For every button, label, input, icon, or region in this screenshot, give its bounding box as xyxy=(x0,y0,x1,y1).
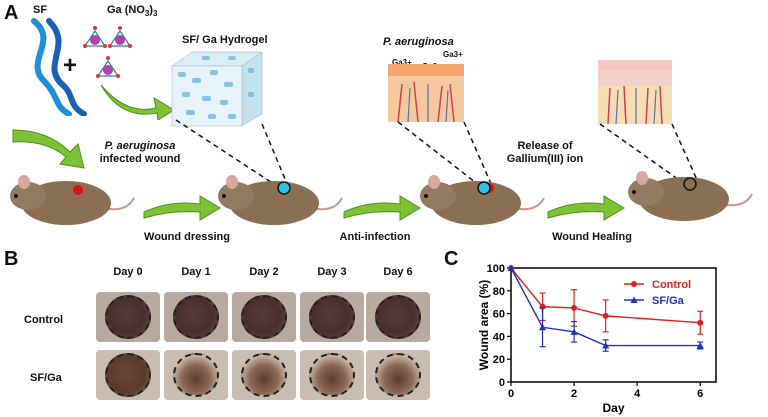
gallium-ion-label-2: Ga3+ xyxy=(392,58,412,67)
wound-photo xyxy=(300,292,364,342)
x-tick-label: 2 xyxy=(571,388,577,400)
hydrogel-label: SF/ Ga Hydrogel xyxy=(182,34,268,46)
x-axis-label: Day xyxy=(602,401,624,415)
y-tick-label: 0 xyxy=(499,377,505,389)
gallium-release-label: Release of Gallium(III) ion xyxy=(506,140,584,165)
day-header: Day 0 xyxy=(113,266,143,278)
row-label-control: Control xyxy=(24,314,64,326)
mouse-infected-icon xyxy=(10,175,135,225)
legend-marker xyxy=(630,296,638,303)
data-point xyxy=(507,264,515,271)
gallium-nitrate-label: Ga (NO3)3 xyxy=(107,4,158,19)
y-tick-label: 20 xyxy=(493,354,505,366)
data-point xyxy=(571,304,578,311)
panel-b-letter: B xyxy=(4,248,19,270)
x-tick-label: 0 xyxy=(508,388,514,400)
wound-photo xyxy=(164,350,228,400)
healed-skin-block-icon xyxy=(598,60,672,125)
day-header: Day 1 xyxy=(181,266,211,278)
legend-label: SF/Ga xyxy=(652,295,685,307)
mouse-healed-icon xyxy=(628,171,753,221)
data-point xyxy=(696,342,704,349)
arrow-step-3-icon xyxy=(547,195,625,221)
panel-b: B Day 0 Day 1 Day 2 Day 3 Day 6 Control … xyxy=(0,248,440,417)
wound-photo xyxy=(96,292,160,342)
zoom-lines xyxy=(175,119,699,187)
gallium-ion-label-1: Ga3+ xyxy=(443,50,463,59)
day-header: Day 3 xyxy=(317,266,347,278)
y-tick-label: 60 xyxy=(493,309,505,321)
x-tick-label: 6 xyxy=(697,388,703,400)
step-anti-infection: Anti-infection xyxy=(339,231,411,243)
infected-skin-block-icon xyxy=(388,64,464,123)
plot-frame xyxy=(510,267,717,383)
data-point xyxy=(539,323,547,331)
data-point xyxy=(602,312,609,319)
x-tick-label: 4 xyxy=(634,388,641,400)
wound-photo xyxy=(300,350,364,400)
legend-marker xyxy=(631,281,637,287)
wound-photo xyxy=(366,292,430,342)
row-label-sf-ga: SF/Ga xyxy=(30,372,62,384)
day-header: Day 6 xyxy=(383,266,413,278)
wound-photo xyxy=(232,350,296,400)
data-point xyxy=(602,342,610,349)
panel-a-letter: A xyxy=(4,2,19,24)
step-wound-dressing: Wound dressing xyxy=(144,231,230,243)
y-tick-label: 40 xyxy=(493,331,505,343)
hydrogel-cube-icon xyxy=(171,51,263,127)
wound-photo xyxy=(366,350,430,400)
pathogen-label-top: P. aeruginosa xyxy=(383,36,454,48)
y-axis-label: Wound area (%) xyxy=(477,280,491,370)
arrow-step-2-icon xyxy=(343,195,421,221)
plus-sign: + xyxy=(63,52,78,79)
day-header: Day 2 xyxy=(249,266,279,278)
y-tick-label: 80 xyxy=(493,286,505,298)
arrow-infected-icon xyxy=(12,129,85,169)
step-wound-healing: Wound Healing xyxy=(552,231,632,243)
gallium-nitrate-molecule-icon xyxy=(83,26,132,78)
legend-label: Control xyxy=(652,279,691,291)
mouse-dressing-icon xyxy=(218,175,343,225)
wound-photo xyxy=(164,292,228,342)
arrow-step-1-icon xyxy=(143,195,221,221)
panel-c-letter: C xyxy=(444,248,459,270)
mouse-anti-infection-icon xyxy=(420,175,545,225)
sf-label: SF xyxy=(33,4,48,16)
silk-fibroin-strands-icon xyxy=(31,18,87,116)
infected-wound-label: P. aeruginosa infected wound xyxy=(99,140,181,165)
wound-photo xyxy=(232,292,296,342)
panel-a: A SF + Ga (NO3)3 SF/ Ga Hydrogel xyxy=(4,2,753,243)
data-point xyxy=(697,319,704,326)
data-point xyxy=(570,328,578,335)
y-tick-label: 100 xyxy=(487,263,505,275)
wound-photo xyxy=(96,350,160,400)
